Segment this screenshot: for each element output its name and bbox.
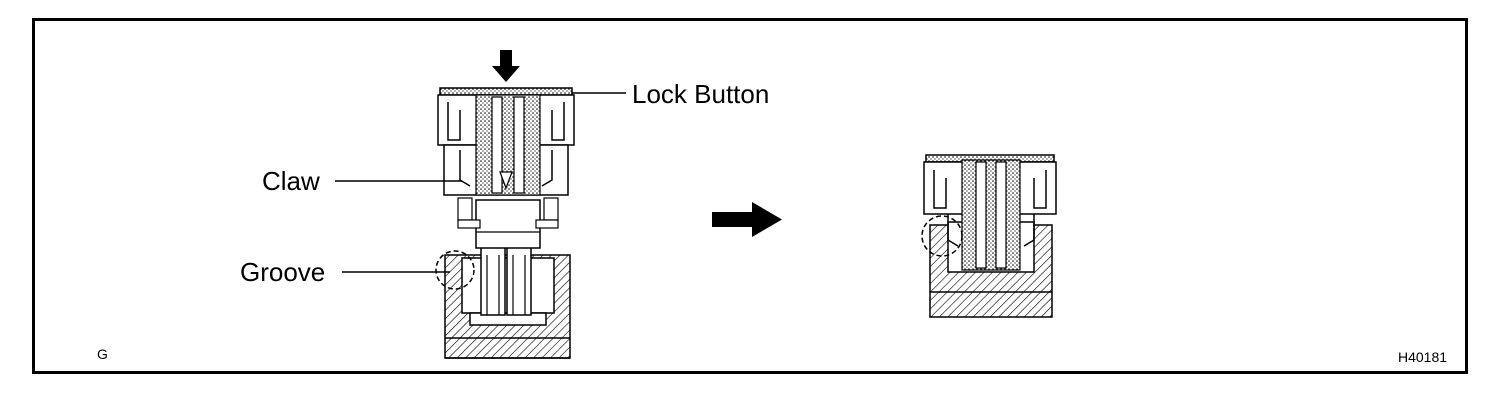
stem-columns: [457, 197, 559, 316]
claw-label: Claw: [262, 166, 320, 196]
groove-highlight: [435, 250, 475, 290]
assembly-before: [435, 50, 575, 359]
lock-button-label: Lock Button: [632, 79, 770, 109]
figure-frame: [32, 18, 1468, 374]
claw-groove-highlight: [921, 215, 963, 257]
figure-code-left: G: [97, 346, 108, 362]
right-arrow-icon: [712, 202, 782, 237]
groove-label: Groove: [240, 257, 326, 287]
figure-code-right: H40181: [1398, 349, 1448, 365]
lock-button-part: [437, 87, 575, 196]
assembly-after: [921, 154, 1057, 318]
down-arrow-icon: [492, 50, 520, 82]
